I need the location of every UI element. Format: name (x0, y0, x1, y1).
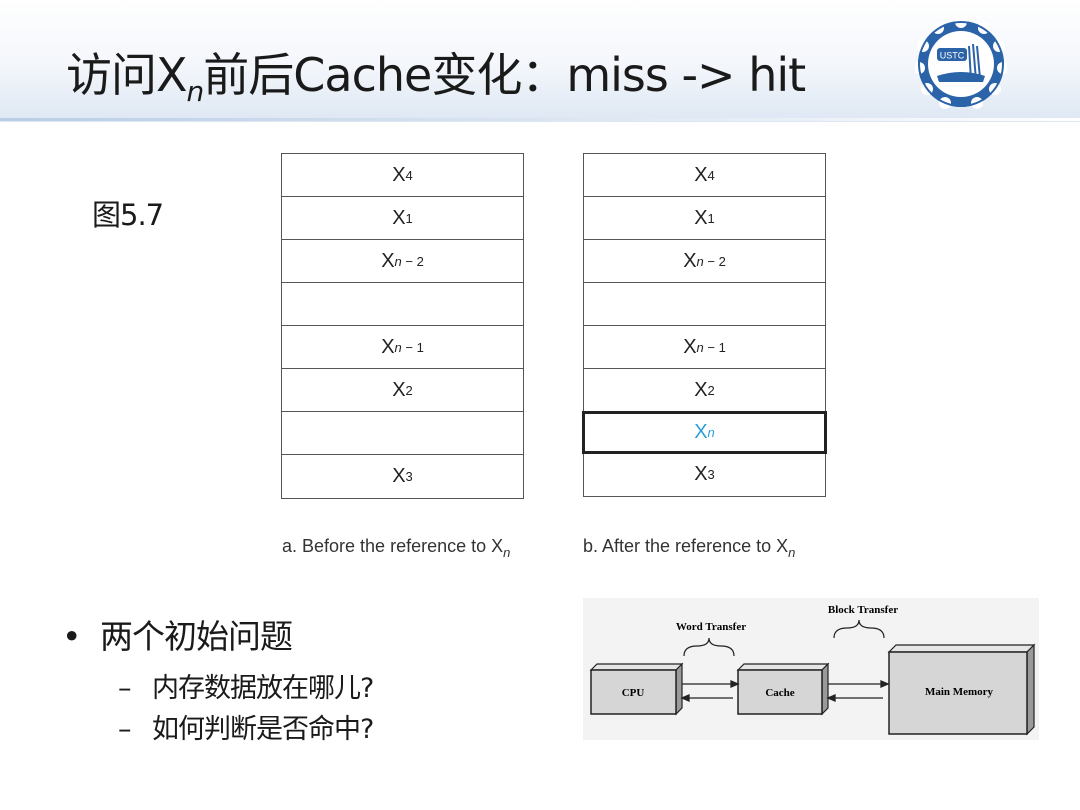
cache-label: Cache (765, 687, 794, 699)
caption-before-text: a. Before the reference to X (282, 536, 504, 556)
title-bar (0, 0, 1080, 122)
sub-bullet-text: 内存数据放在哪儿? (152, 673, 374, 704)
cache-line-empty (282, 283, 523, 326)
block-transfer-brace (833, 619, 885, 639)
title-part1: 访问X (66, 48, 188, 102)
figure-label: 图5.7 (92, 198, 164, 232)
block-transfer-label: Block Transfer (828, 604, 898, 616)
caption-before: a. Before the reference to Xn (282, 536, 510, 560)
sub-bullet: –内存数据放在哪儿? (118, 666, 374, 705)
cache-box: Cache (736, 662, 830, 716)
cache-line-empty (282, 412, 523, 455)
dash-marker: – (118, 673, 132, 704)
word-transfer-brace (683, 637, 735, 657)
caption-before-sub: n (503, 545, 511, 560)
memory-label: Main Memory (925, 686, 994, 698)
ustc-logo-icon: USTC (915, 18, 1007, 109)
word-transfer-label: Word Transfer (676, 621, 746, 633)
main-memory-box: Main Memory (887, 643, 1036, 736)
bullet-dot: • (62, 617, 81, 656)
logo-text: USTC (940, 51, 965, 61)
title-subscript: n (186, 75, 205, 108)
cache-line-empty (584, 283, 825, 326)
caption-after-sub: n (788, 545, 796, 560)
cpu-label: CPU (622, 687, 645, 699)
dash-marker: – (118, 714, 132, 745)
cpu-box: CPU (589, 662, 684, 716)
title-underline (0, 118, 1080, 121)
sub-bullet-text: 如何判断是否命中? (152, 714, 374, 745)
slide-title: 访问Xn前后Cache变化：miss -> hit (66, 44, 806, 123)
sub-bullet: –如何判断是否命中? (118, 707, 374, 746)
title-part2: 前后Cache变化：miss -> hit (203, 48, 806, 102)
bullet-main: • 两个初始问题 (62, 610, 293, 658)
caption-after: b. After the reference to Xn (583, 536, 795, 560)
cache-hierarchy-diagram: CPU Cache Main Memory Word Transfer Bloc… (583, 598, 1039, 740)
bullet-main-text: 两个初始问题 (100, 617, 293, 656)
transfer-arrows (680, 680, 890, 702)
caption-after-text: b. After the reference to X (583, 536, 789, 556)
